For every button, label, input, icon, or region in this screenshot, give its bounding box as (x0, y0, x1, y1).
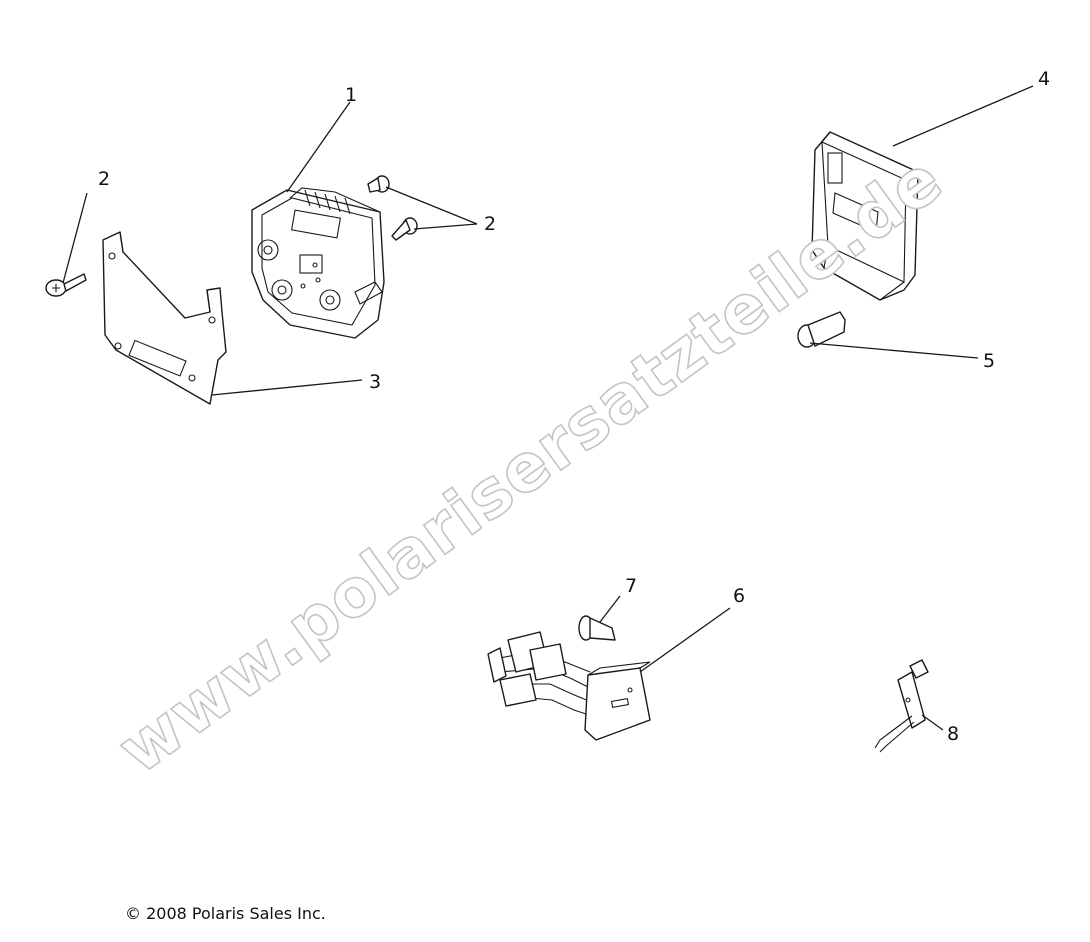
callout-3: 3 (369, 371, 381, 393)
leader-5 (809, 342, 979, 359)
part-4-control-unit (811, 131, 919, 301)
callout-7: 7 (625, 575, 637, 597)
callout-2-right: 2 (484, 213, 496, 235)
callout-6: 6 (733, 585, 745, 607)
part-6-harness (487, 631, 651, 741)
leader-8 (921, 714, 944, 731)
leader-2-bottom (413, 223, 478, 230)
leader-2-left (62, 192, 88, 284)
callout-2-left: 2 (98, 168, 110, 190)
callout-5: 5 (983, 350, 995, 372)
part-3-bracket (102, 231, 227, 405)
leader-4 (892, 85, 1034, 147)
part-1-module (251, 187, 385, 339)
callout-1: 1 (345, 84, 357, 106)
part-2-screw-bottom (391, 217, 418, 241)
leader-1 (286, 101, 351, 193)
leader-3 (211, 379, 363, 396)
leader-6 (639, 607, 731, 673)
part-2-screw-top (367, 175, 390, 193)
part-8-sensor (874, 659, 929, 753)
leader-2-top (385, 186, 478, 225)
callout-8: 8 (947, 723, 959, 745)
leader-7 (599, 595, 621, 623)
part-5-bolt (797, 311, 846, 348)
copyright-notice: © 2008 Polaris Sales Inc. (125, 904, 326, 923)
leader-lines (62, 85, 1034, 731)
part-2-screw-left (45, 273, 87, 297)
callout-4: 4 (1038, 68, 1050, 90)
part-7-push-pin (578, 615, 616, 641)
